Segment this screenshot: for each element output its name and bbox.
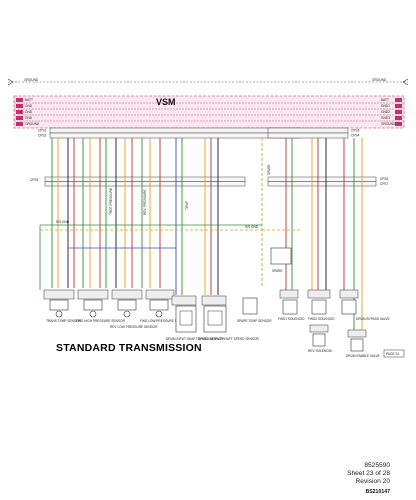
component-label: REV SOLENOID <box>308 349 333 353</box>
top-bus-left-label: GROUND <box>24 78 39 82</box>
component-label: FWD LOW PRESSURE SENSOR <box>140 319 189 323</box>
solenoid-fwd1: FWD1 SOLENOID <box>278 299 305 321</box>
sheet-number: Sheet 23 of 28 <box>347 470 390 477</box>
wire-label: SPARE <box>267 164 271 175</box>
wire-label: REV. PRESSURE <box>143 189 147 215</box>
bottom-connectors-right <box>279 289 359 299</box>
component-label: DRUM INPUT SHAFT SPEED SENSOR <box>166 337 224 341</box>
splice-label: S/S GND <box>245 225 259 229</box>
wire-labels: TROT PRESSURE REV. PRESSURE TEMP SPARE <box>109 164 271 215</box>
wire-label: TEMP <box>185 201 189 210</box>
spare-box: SPARE <box>270 247 292 273</box>
vsm-left-tags: BATT GND GND GND GROUND <box>16 98 40 126</box>
sensor-fwd-low-pressure: FWD LOW PRESSURE SENSOR <box>140 299 189 323</box>
bus-right-label: GROUND <box>381 122 396 126</box>
bus-left-label: GND <box>25 110 33 114</box>
solenoid-fwd2: FWD2 SOLENOID <box>308 299 335 321</box>
component-label: FWD2 SOLENOID <box>308 317 335 321</box>
component-label: FWD1 SOLENOID <box>278 317 305 321</box>
valve-drum-bypass: DRUM BYPASS VALVE <box>341 299 390 321</box>
component-label: SPARE <box>272 269 283 273</box>
vsm-module: VSM BATT GND GND GND GROUND BATT GND1 GN… <box>13 95 405 129</box>
sensor-rev-low-pressure: REV LOW PRESSURE SENSOR <box>110 299 158 329</box>
sensor-drum-output-speed: DRUM OUTPUT SHAFT SPEED SENSOR <box>198 305 260 341</box>
revision: Revision 20 <box>355 478 390 485</box>
sensor-spare-temp: SPARE TEMP SENSOR <box>237 297 272 323</box>
bus-left-label: GND <box>25 104 33 108</box>
component-label: TRANS TEMP SENSOR <box>46 319 81 323</box>
component-label: FWD HIGH PRESSURE SENSOR <box>76 319 126 323</box>
connector-label: CPS2 <box>38 134 47 138</box>
page-reference: PAGE 24 <box>383 349 405 358</box>
sensor-drum-input-speed: DRUM INPUT SHAFT SPEED SENSOR <box>166 305 224 341</box>
bottom-connectors-left <box>43 289 227 306</box>
wires-left-group <box>51 138 219 295</box>
vsm-connector-strip: CPS1 CPS2 CPS3 CPS4 <box>38 127 360 139</box>
bus-right-label: GND2 <box>381 110 390 114</box>
horizontal-runs: S/S GND S/S GND <box>39 220 300 290</box>
sensor-fwd-high-pressure: FWD HIGH PRESSURE SENSOR <box>76 299 126 323</box>
bus-left-label: GROUND <box>25 122 40 126</box>
component-label: DRUM OUTPUT SHAFT SPEED SENSOR <box>198 337 260 341</box>
bus-right-label: GND3 <box>381 116 390 120</box>
page-ref-label: PAGE 24 <box>386 352 399 356</box>
connector-label: CPS5 <box>30 178 39 182</box>
sensor-trans-temp: TRANS TEMP SENSOR <box>46 299 81 323</box>
splice-label: S/S GND <box>56 220 70 224</box>
connector-label: CPS6 <box>380 177 389 181</box>
valve-drum-enable: DRUM ENABLE VALVE <box>346 329 380 358</box>
component-label: SPARE TEMP SENSOR <box>237 319 272 323</box>
connector-label: CPS4 <box>351 134 360 138</box>
diagram-title: STANDARD TRANSMISSION <box>56 342 202 354</box>
bus-right-label: GND1 <box>381 104 390 108</box>
component-label: DRUM ENABLE VALVE <box>346 354 380 358</box>
solenoid-rev: REV SOLENOID <box>308 324 333 353</box>
vsm-right-tags: BATT GND1 GND2 GND3 GROUND <box>381 98 402 126</box>
connector-label: CPS7 <box>380 182 389 186</box>
bus-right-label: BATT <box>381 98 389 102</box>
top-bus-right-label: GROUND <box>372 78 387 82</box>
component-label: REV LOW PRESSURE SENSOR <box>110 325 158 329</box>
wire-label: TROT PRESSURE <box>109 188 113 215</box>
top-ground-bus: GROUND GROUND <box>7 78 409 86</box>
connector-label: CPS3 <box>351 129 360 133</box>
component-label: DRUM BYPASS VALVE <box>356 317 390 321</box>
bus-left-label: BATT <box>25 98 33 102</box>
mid-connector-right: CPS6 CPS7 <box>267 176 389 187</box>
wires-right-group <box>261 138 363 330</box>
connector-label: CPS1 <box>38 129 47 133</box>
mid-connector-left: CPS5 <box>30 176 246 187</box>
bottom-doc-id: BS210147 <box>365 489 390 495</box>
vsm-label: VSM <box>156 97 176 107</box>
doc-number: 8525590 <box>364 462 390 469</box>
sheet-info: 8525590 Sheet 23 of 28 Revision 20 <box>347 462 390 486</box>
bus-left-label: GND <box>25 116 33 120</box>
